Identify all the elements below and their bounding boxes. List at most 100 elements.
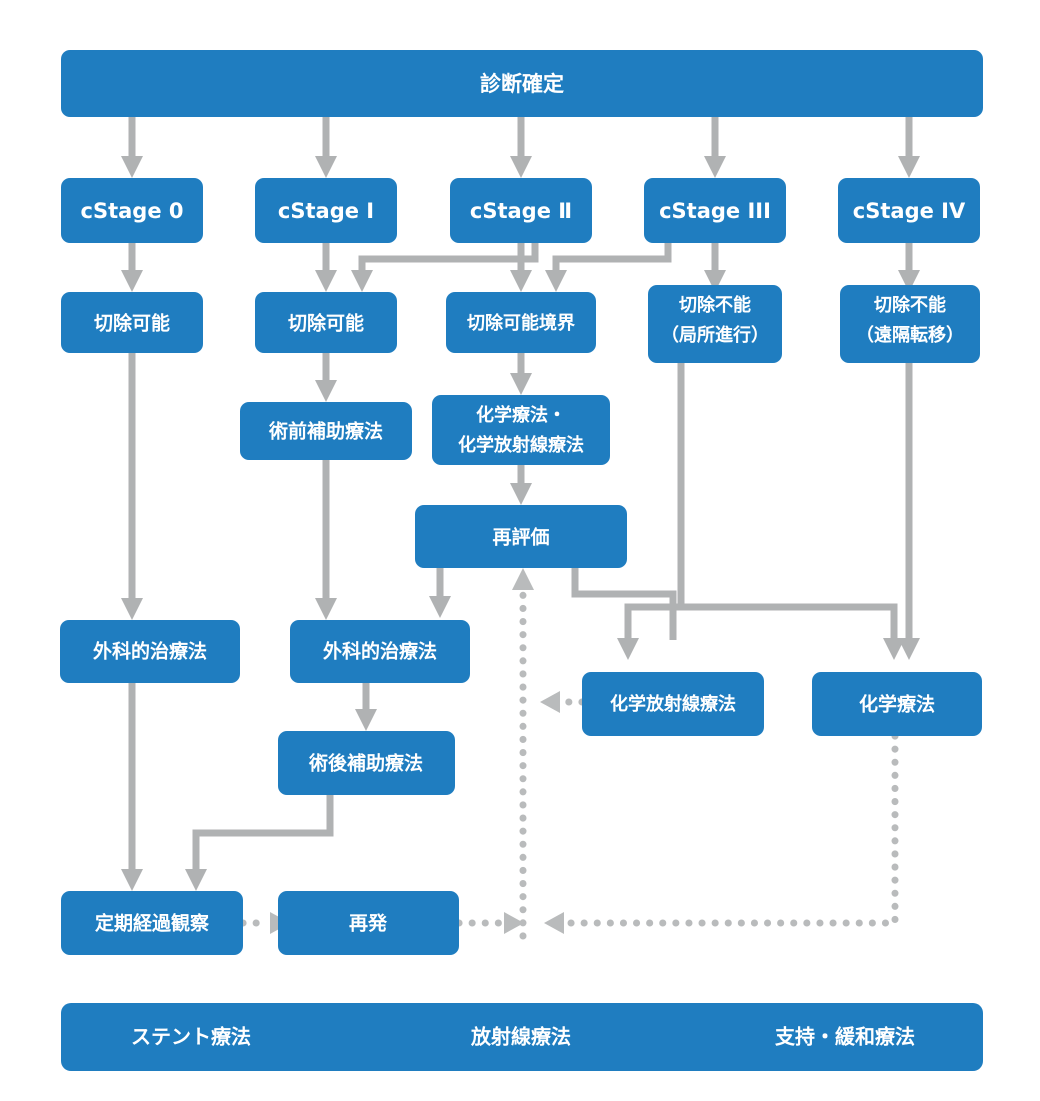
node-neoadjuvant-therapy-label: 術前補助療法 [268,420,383,443]
node-followup[interactable]: 定期経過観察 [61,891,243,955]
node-chemoradiation-box[interactable] [582,672,764,736]
connector-reassessment-to-chemoradiation [571,568,677,640]
node-chemotherapy-box[interactable] [812,672,982,736]
connector-diagnosis-to-stage1 [315,117,337,178]
node-stage2-box[interactable] [450,178,592,243]
connector-diagnosis-to-stage3 [704,117,726,178]
connector-diagnosis-to-stage0 [121,117,143,178]
node-followup-box[interactable] [61,891,243,955]
node-recurrence-box[interactable] [278,891,459,955]
node-unresectable-local-label-line2: （局所進行） [661,324,769,346]
node-unresectable-metastasis-label-line2: （遠隔転移） [856,324,964,346]
connector-stage1-to-resectable [315,243,337,292]
node-resectable-b[interactable]: 切除可能 [255,292,397,353]
node-stage1-label: cStage Ⅰ [278,199,374,223]
node-diagnosis-label: 診断確定 [480,72,564,96]
node-chemoradiation[interactable]: 化学放射線療法 [582,672,764,736]
connector-arrow-into-chemoradiation [617,638,639,660]
node-chemo-chemoradiation-label-line2: 化学放射線療法 [458,434,584,456]
node-surgery-a-box[interactable] [60,620,240,683]
connector-borderline-to-chemo [510,353,532,395]
connector-resectable-b-to-neoadjuvant [315,353,337,402]
node-chemoradiation-label: 化学放射線療法 [610,693,736,715]
node-resectable-a-box[interactable] [61,292,203,353]
node-stage2-label: cStage Ⅱ [470,199,572,223]
node-adjuvant-therapy-label: 術後補助療法 [308,752,423,775]
connector-diagnosis-to-stage4 [898,117,920,178]
connector-stage2-to-borderline [510,243,532,292]
connector-stage2-to-resectable-b [351,243,539,292]
node-reassessment[interactable]: 再評価 [415,505,627,568]
node-unresectable-local-box[interactable] [648,285,782,363]
node-borderline-resectable-label: 切除可能境界 [467,312,575,334]
node-surgery-a[interactable]: 外科的治療法 [60,620,240,683]
node-unresectable-local-label-line1: 切除不能 [679,294,751,316]
node-resectable-b-box[interactable] [255,292,397,353]
node-borderline-resectable[interactable]: 切除可能境界 [446,292,596,353]
connector-adjuvant-to-followup [185,795,334,891]
connector-chemo-to-reassessment [510,465,532,505]
node-reassessment-label: 再評価 [492,526,549,549]
node-surgery-b[interactable]: 外科的治療法 [290,620,470,683]
node-stage0[interactable]: cStage 0 [61,178,203,243]
node-chemotherapy-label: 化学療法 [859,693,935,716]
bottom-bar-label-radiation: 放射線療法 [470,1025,571,1049]
node-resectable-a[interactable]: 切除可能 [61,292,203,353]
connector-stage0-to-resectable [121,243,143,292]
connector-surgery-b-to-adjuvant [355,683,377,731]
node-reassessment-box[interactable] [415,505,627,568]
connector-resectable-a-to-surgery-a [121,353,143,620]
node-unresectable-metastasis-box[interactable] [840,285,980,363]
node-unresectable-local[interactable]: 切除不能 （局所進行） [648,285,782,363]
node-stage4-label: cStage IV [853,199,966,223]
node-unresectable-metastasis-label-line1: 切除不能 [874,294,946,316]
connector-dotted-spine-up-to-reassessment [512,568,534,940]
node-unresectable-metastasis[interactable]: 切除不能 （遠隔転移） [840,285,980,363]
connector-recurrence-to-spine [455,912,524,934]
connector-layer [121,117,920,940]
connector-stage3-to-borderline [545,243,672,292]
node-chemo-chemoradiation[interactable]: 化学療法・ 化学放射線療法 [432,395,610,465]
node-surgery-b-box[interactable] [290,620,470,683]
node-resectable-b-label: 切除可能 [288,312,364,335]
node-surgery-b-label: 外科的治療法 [323,640,437,663]
node-diagnosis-box[interactable] [61,50,983,117]
node-stage4[interactable]: cStage IV [838,178,980,243]
connector-surgery-a-to-followup [121,683,143,891]
connector-unresectable-meta-to-chemotherapy [898,363,920,660]
node-followup-label: 定期経過観察 [95,912,210,935]
node-adjuvant-therapy[interactable]: 術後補助療法 [278,731,455,795]
node-recurrence[interactable]: 再発 [278,891,459,955]
node-stage3-box[interactable] [644,178,786,243]
connector-chemotherapy-to-spine [544,732,899,934]
node-stage3-label: cStage III [659,199,771,223]
node-stage0-box[interactable] [61,178,203,243]
bottom-bar-label-palliative: 支持・緩和療法 [775,1025,915,1049]
node-stage0-label: cStage 0 [81,199,184,223]
bottom-bar-label-stent: ステント療法 [131,1025,251,1049]
connector-reassessment-to-surgery-b [429,568,451,618]
node-stage4-box[interactable] [838,178,980,243]
node-resectable-a-label: 切除可能 [94,312,170,335]
connector-chemoradiation-to-spine [540,691,586,713]
node-stage3[interactable]: cStage III [644,178,786,243]
node-diagnosis[interactable]: 診断確定 [61,50,983,117]
node-recurrence-label: 再発 [349,912,388,935]
node-chemo-chemoradiation-box[interactable] [432,395,610,465]
node-chemo-chemoradiation-label-line1: 化学療法・ [476,404,566,426]
bottom-therapy-bar[interactable]: ステント療法 放射線療法 支持・緩和療法 [61,1003,983,1071]
node-adjuvant-therapy-box[interactable] [278,731,455,795]
node-surgery-a-label: 外科的治療法 [93,640,207,663]
node-neoadjuvant-therapy[interactable]: 術前補助療法 [240,402,412,460]
connector-arrow-into-chemotherapy [883,638,905,660]
node-borderline-resectable-box[interactable] [446,292,596,353]
connector-stage4-to-unresectable-meta [898,243,920,292]
node-stage1[interactable]: cStage Ⅰ [255,178,397,243]
node-chemotherapy[interactable]: 化学療法 [812,672,982,736]
node-stage1-box[interactable] [255,178,397,243]
node-neoadjuvant-therapy-box[interactable] [240,402,412,460]
node-stage2[interactable]: cStage Ⅱ [450,178,592,243]
bottom-therapy-bar-box[interactable] [61,1003,983,1071]
